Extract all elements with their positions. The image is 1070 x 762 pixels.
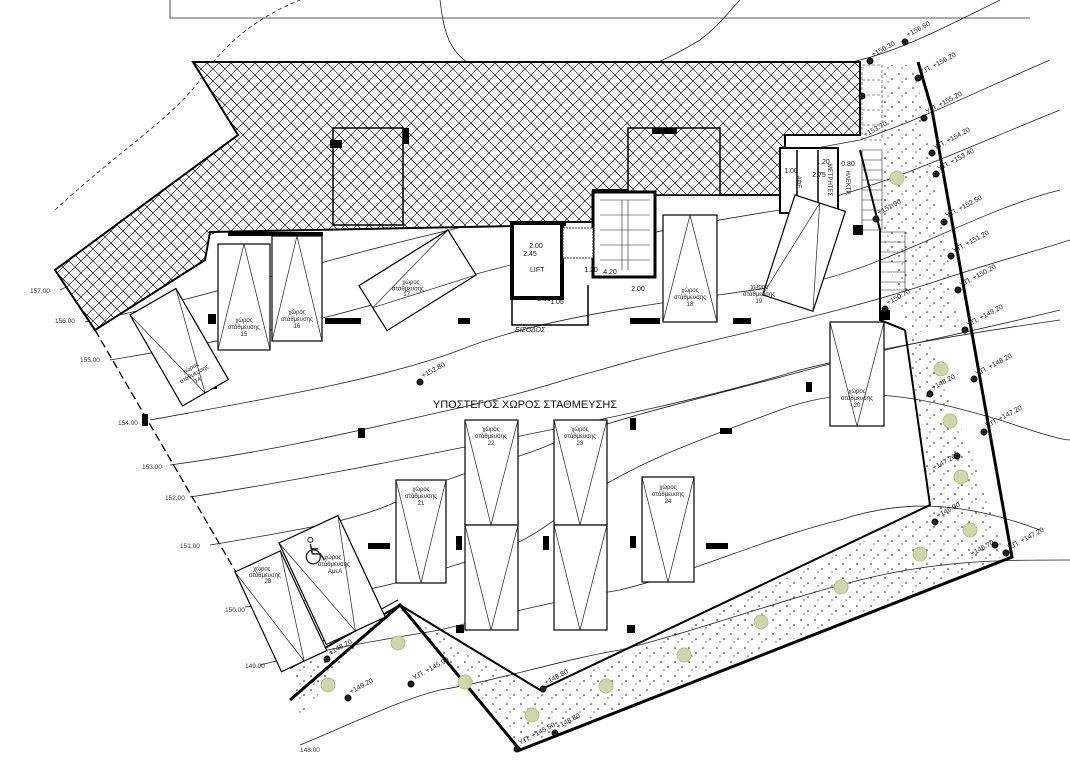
svg-text:+152.80: +152.80: [421, 362, 447, 380]
entrance-label: ΕΙΣΟΔΟΣ: [515, 327, 546, 334]
contour-label: 151.00: [180, 543, 200, 550]
svg-text:14: 14: [194, 376, 203, 385]
svg-text:χώρος: χώρος: [751, 285, 768, 291]
svg-text:19: 19: [755, 299, 762, 305]
roof-opening: [627, 127, 721, 196]
svg-text:χώρος: χώρος: [288, 310, 305, 316]
svg-text:Υ.Π. +151.20: Υ.Π. +151.20: [952, 230, 991, 255]
contour-label: 155.00: [80, 357, 100, 364]
svg-text:χώρος: χώρος: [482, 427, 499, 433]
svg-text:17: 17: [403, 292, 410, 298]
contour-label: 152.00: [165, 495, 185, 502]
svg-text:στάθμευσης: στάθμευσης: [249, 572, 281, 579]
room-label: ΜΕΤΡΗΤΕΣ: [826, 164, 832, 197]
dimension: 1.20: [816, 159, 830, 166]
dimension: 2.00: [529, 243, 543, 250]
contour-label: 149.00: [245, 663, 265, 670]
svg-text:χώρος: χώρος: [659, 485, 676, 491]
dimension: 2.45: [523, 251, 537, 258]
room-label: ΑΦΕ: [795, 176, 801, 189]
dimension: 1.05: [550, 299, 564, 306]
drawing-title: ΥΠΟΣΤΕΓΟΣ ΧΩΡΟΣ ΣΤΑΘΜΕΥΣΗΣ: [433, 399, 617, 411]
svg-text:χώρος: χώρος: [571, 427, 588, 433]
svg-text:24: 24: [665, 499, 672, 505]
svg-text:+149.20: +149.20: [349, 678, 375, 696]
svg-text:στάθμευσης: στάθμευσης: [392, 285, 424, 292]
svg-text:Υ.Π. +149.20: Υ.Π. +149.20: [966, 304, 1005, 329]
dimension: 2.75: [812, 172, 826, 179]
svg-text:Υ.Π. +148.20: Υ.Π. +148.20: [975, 353, 1014, 378]
dimension: 2.00: [631, 286, 645, 293]
roof-opening: [332, 127, 404, 226]
contour-label: 156.00: [55, 318, 75, 325]
svg-text:Υ.Π. +156.20: Υ.Π. +156.20: [919, 52, 958, 77]
planter-strip-east: [882, 65, 960, 330]
svg-text:στάθμευσης: στάθμευσης: [281, 316, 313, 323]
svg-text:21: 21: [418, 501, 425, 507]
contour-label: 150.00: [225, 607, 245, 614]
svg-text:20: 20: [854, 403, 861, 409]
dimension: 0.80: [841, 161, 855, 168]
svg-text:χώρος: χώρος: [253, 566, 270, 572]
svg-text:22: 22: [488, 441, 495, 447]
svg-text:χώρος: χώρος: [324, 555, 341, 561]
svg-text:στάθμευσης: στάθμευσης: [652, 491, 684, 498]
svg-text:χώρος: χώρος: [235, 318, 252, 324]
contour-label: 154.00: [118, 420, 138, 427]
room-label: ΗΛΕΚΤΡ.: [844, 171, 850, 196]
dimension: 4.20: [603, 269, 617, 276]
svg-text:στάθμευσης: στάθμευσης: [475, 433, 507, 440]
elevation-points: [323, 38, 1010, 753]
svg-text:χώρος: χώρος: [848, 389, 865, 395]
wheelchair-icon: [305, 536, 325, 565]
tree-icons: [320, 170, 978, 723]
svg-text:χώρος: χώρος: [681, 288, 698, 294]
columns: [142, 128, 890, 633]
svg-text:χώρος: χώρος: [412, 487, 429, 493]
svg-text:28: 28: [264, 579, 271, 585]
dimension: 3.35: [537, 296, 551, 303]
dimension: 1.00: [784, 168, 798, 175]
svg-text:Υ.Π. +145.90: Υ.Π. +145.90: [412, 657, 451, 682]
svg-text:στάθμευσης: στάθμευσης: [674, 294, 706, 301]
svg-text:18: 18: [687, 302, 694, 308]
dimension: 1.20: [584, 267, 598, 274]
contour-label: 153.00: [142, 464, 162, 471]
contour-label: 157.00: [30, 288, 50, 295]
svg-text:στάθμευσης: στάθμευσης: [564, 433, 596, 440]
svg-text:15: 15: [241, 332, 248, 338]
svg-text:16: 16: [294, 324, 301, 330]
lift-label: LIFT: [530, 267, 545, 274]
svg-text:στάθμευσης: στάθμευσης: [318, 561, 350, 568]
svg-text:Υ.Π. +147.20: Υ.Π. +147.20: [1007, 527, 1046, 552]
svg-text:στάθμευσης: στάθμευσης: [743, 291, 775, 298]
svg-text:ΑμεΑ: ΑμεΑ: [328, 569, 342, 575]
svg-text:στάθμευσης: στάθμευσης: [405, 493, 437, 500]
svg-text:στάθμευσης: στάθμευσης: [841, 395, 873, 402]
svg-text:χώρος: χώρος: [402, 280, 419, 286]
svg-text:23: 23: [577, 441, 584, 447]
svg-text:+156.60: +156.60: [906, 21, 932, 39]
contour-label: 148.00: [300, 747, 320, 754]
svg-text:στάθμευσης: στάθμευσης: [228, 324, 260, 331]
